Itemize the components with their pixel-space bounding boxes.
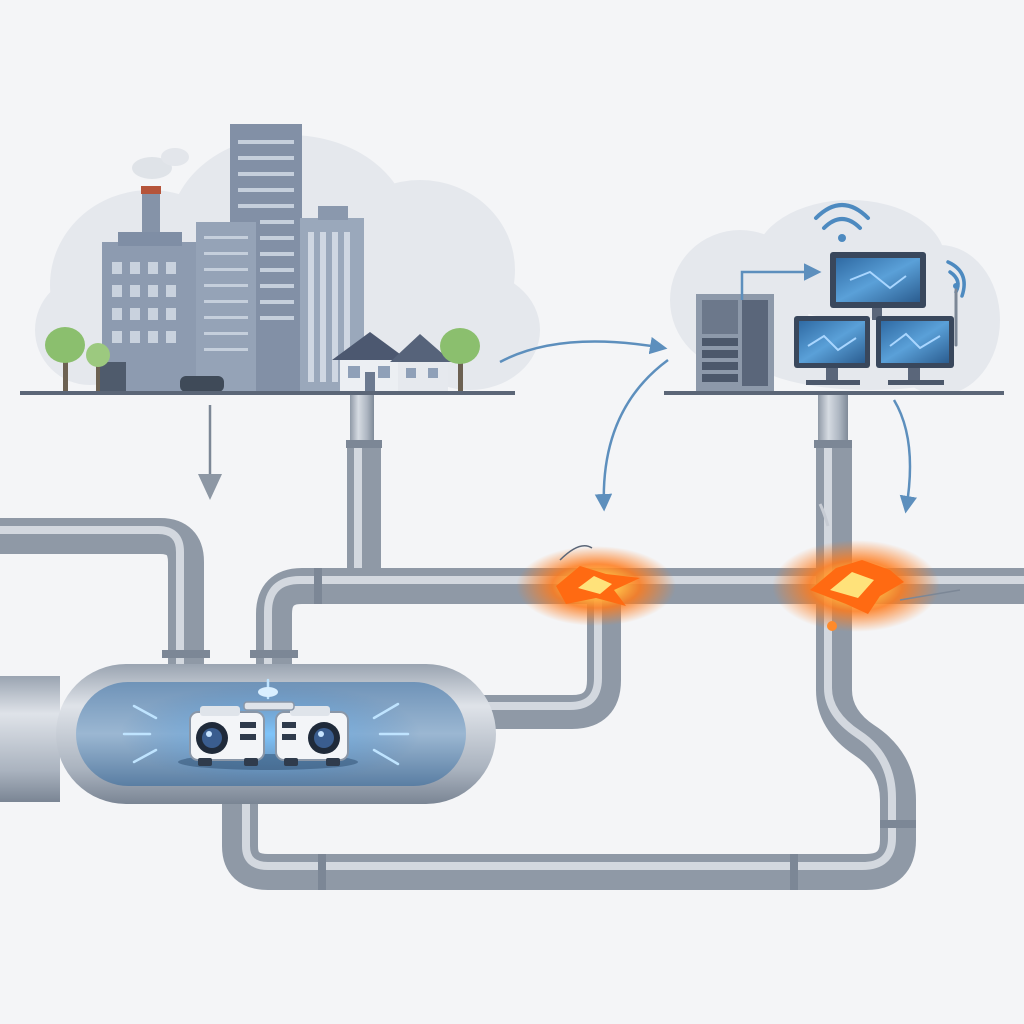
tree-icon <box>86 343 110 392</box>
scan-beams <box>122 678 410 766</box>
server-rack-icon <box>696 294 774 392</box>
building-windows-tall <box>204 140 294 351</box>
control-center-cluster <box>664 200 1004 395</box>
flow-arrow-icon <box>499 336 668 364</box>
tree-icon <box>45 327 85 392</box>
pipe-segment <box>818 395 848 445</box>
inspection-robot-icon <box>189 706 265 766</box>
pipe-segment <box>222 440 916 890</box>
monitor-icon <box>876 316 954 385</box>
office-tower-tall <box>196 124 302 392</box>
flow-arrow-icon <box>740 263 822 300</box>
house-icon <box>390 334 452 392</box>
building-windows-right <box>308 232 350 382</box>
flow-arrow-icon <box>198 474 222 500</box>
monitor-icon <box>794 316 870 385</box>
leak-burst-icon <box>516 545 676 626</box>
tree-icon <box>440 328 480 392</box>
camera-lens-icon <box>308 722 340 754</box>
flow-arrows <box>499 336 917 514</box>
building-windows-left <box>112 262 176 343</box>
shed <box>100 362 126 392</box>
camera-lens-icon <box>196 722 228 754</box>
house-icon <box>332 332 408 392</box>
leak-burst-icon <box>772 503 961 632</box>
wifi-signal-icon <box>946 260 966 347</box>
pipe-network <box>0 395 1024 890</box>
flow-arrow-icon <box>594 358 669 512</box>
shed <box>180 376 224 392</box>
inspection-pipe-capsule <box>0 664 496 804</box>
downward-arrow <box>198 405 222 500</box>
ground-line-control <box>664 391 1004 395</box>
ground-line-city <box>20 391 515 395</box>
monitor-icon <box>830 252 926 320</box>
inspection-robot-icon <box>275 706 349 766</box>
wifi-signal-icon <box>814 203 870 242</box>
pipe-segment <box>256 568 1024 666</box>
city-cluster <box>20 124 540 395</box>
pipe-segment <box>480 600 621 729</box>
flow-arrow-icon <box>892 399 917 514</box>
